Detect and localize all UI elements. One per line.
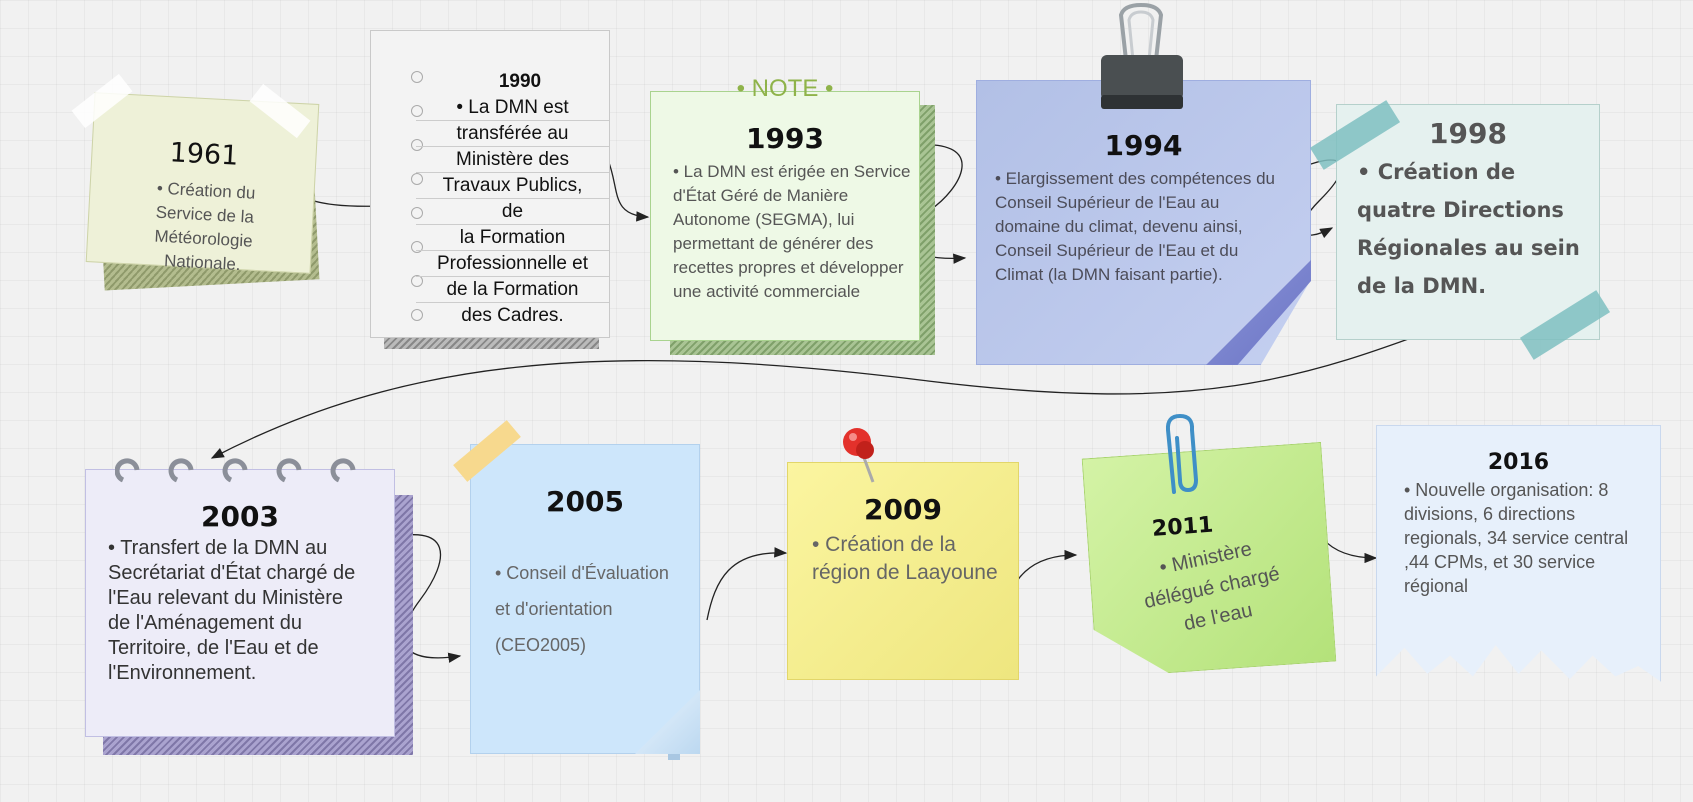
note-2011: 2011 • Ministère délégué chargé de l'eau (1085, 413, 1340, 700)
note-text: • Conseil d'Évaluation et d'orientation … (495, 563, 669, 655)
note-text: • Nouvelle organisation: 8 divisions, 6 … (1404, 480, 1629, 596)
year-label: 2005 (546, 485, 624, 518)
arrow-2005-2009 (706, 547, 788, 621)
year-label: 2009 (864, 493, 942, 526)
pushpin-icon (835, 420, 885, 490)
year-label: 2016 (1487, 450, 1550, 475)
binder-clip-icon (1091, 0, 1191, 115)
note-2005: 2005 • Conseil d'Évaluation et d'orienta… (440, 420, 715, 765)
year-label: 2003 (201, 500, 279, 533)
note-1998: 1998 • Création de quatre Directions Rég… (1309, 80, 1620, 370)
year-label: 1961 (168, 137, 240, 172)
note-text: • Ministère délégué chargé de l'eau (1142, 538, 1282, 636)
note-label: • NOTE • (736, 75, 834, 102)
note-text-lines: • La DMN est transférée au Ministère des… (416, 95, 609, 328)
note-1990: 1990 • La DMN est transférée au Ministèr… (370, 30, 610, 350)
note-text: • La DMN est érigée en Service d'État Gé… (673, 162, 911, 301)
year-label: 1990 (498, 71, 542, 92)
note-1993: 1993 • La DMN est érigée en Service d'Ét… (650, 75, 940, 355)
paperclip-icon (1160, 410, 1200, 500)
notebook-rings-icon (411, 71, 423, 321)
note-2016: 2016 • Nouvelle organisation: 8 division… (1376, 425, 1661, 695)
arrow-1990-1993 (607, 159, 650, 222)
year-label: 1998 (1429, 117, 1507, 150)
arrow-1998-2003 (210, 319, 1461, 459)
note-text: • Elargissement des compétences du Conse… (995, 169, 1275, 284)
note-1961: 1961 • Création du Service de la Météoro… (71, 73, 330, 291)
spiral-rings-icon (114, 450, 375, 490)
note-1994: 1994 • Elargissement des compétences du … (976, 0, 1316, 370)
note-2003: 2003 • Transfert de la DMN au Secrétaria… (85, 445, 425, 760)
year-label: 1993 (746, 122, 824, 155)
note-2009: 2009 • Création de la région de Laayoune (785, 420, 1025, 690)
note-text: • Création de quatre Directions Régional… (1357, 160, 1580, 298)
year-label: 1994 (1104, 129, 1183, 162)
note-text: • Création du Service de la Météorologie… (154, 178, 256, 275)
note-text: • Création de la région de Laayoune (812, 533, 998, 584)
arrow-2003-2005 (379, 534, 462, 663)
note-text: • Transfert de la DMN au Secrétariat d'É… (108, 537, 356, 684)
